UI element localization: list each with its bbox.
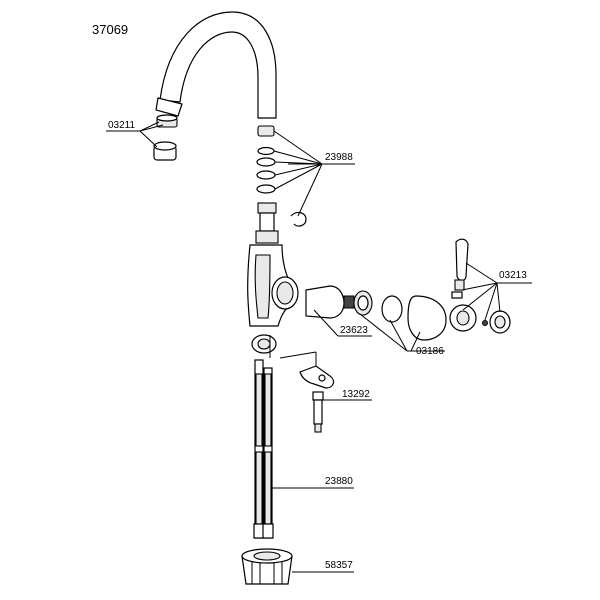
callout-13292: 13292 [320, 389, 372, 401]
callout-03213: 03213 [461, 262, 532, 321]
callout-23988: 23988 [273, 130, 355, 217]
lever-handle [449, 238, 511, 334]
cartridge [305, 285, 355, 319]
callout-23880-label: 23880 [325, 476, 353, 487]
callout-03186-label: 03186 [416, 346, 444, 357]
callout-23623-label: 23623 [340, 325, 368, 336]
model-number: 37069 [92, 22, 128, 37]
callout-03186: 03186 [359, 313, 445, 357]
handle-rings [353, 290, 447, 341]
callout-23880: 23880 [272, 476, 354, 489]
callout-58357: 58357 [292, 560, 354, 573]
callout-23623: 23623 [313, 309, 372, 337]
seal-stack [255, 125, 307, 244]
callout-23988-label: 23988 [325, 152, 353, 163]
callout-13292-label: 13292 [342, 389, 370, 400]
locknut [241, 548, 293, 585]
base-gasket [251, 334, 277, 358]
spout [155, 11, 277, 119]
faucet-body [247, 244, 299, 327]
mounting-bracket [279, 351, 335, 433]
callout-03213-label: 03213 [499, 270, 527, 281]
callout-58357-label: 58357 [325, 560, 353, 571]
callout-03211-label: 03211 [108, 120, 136, 131]
aerator-parts [153, 114, 178, 161]
callout-03211: 03211 [106, 120, 164, 148]
supply-hoses [253, 359, 274, 539]
